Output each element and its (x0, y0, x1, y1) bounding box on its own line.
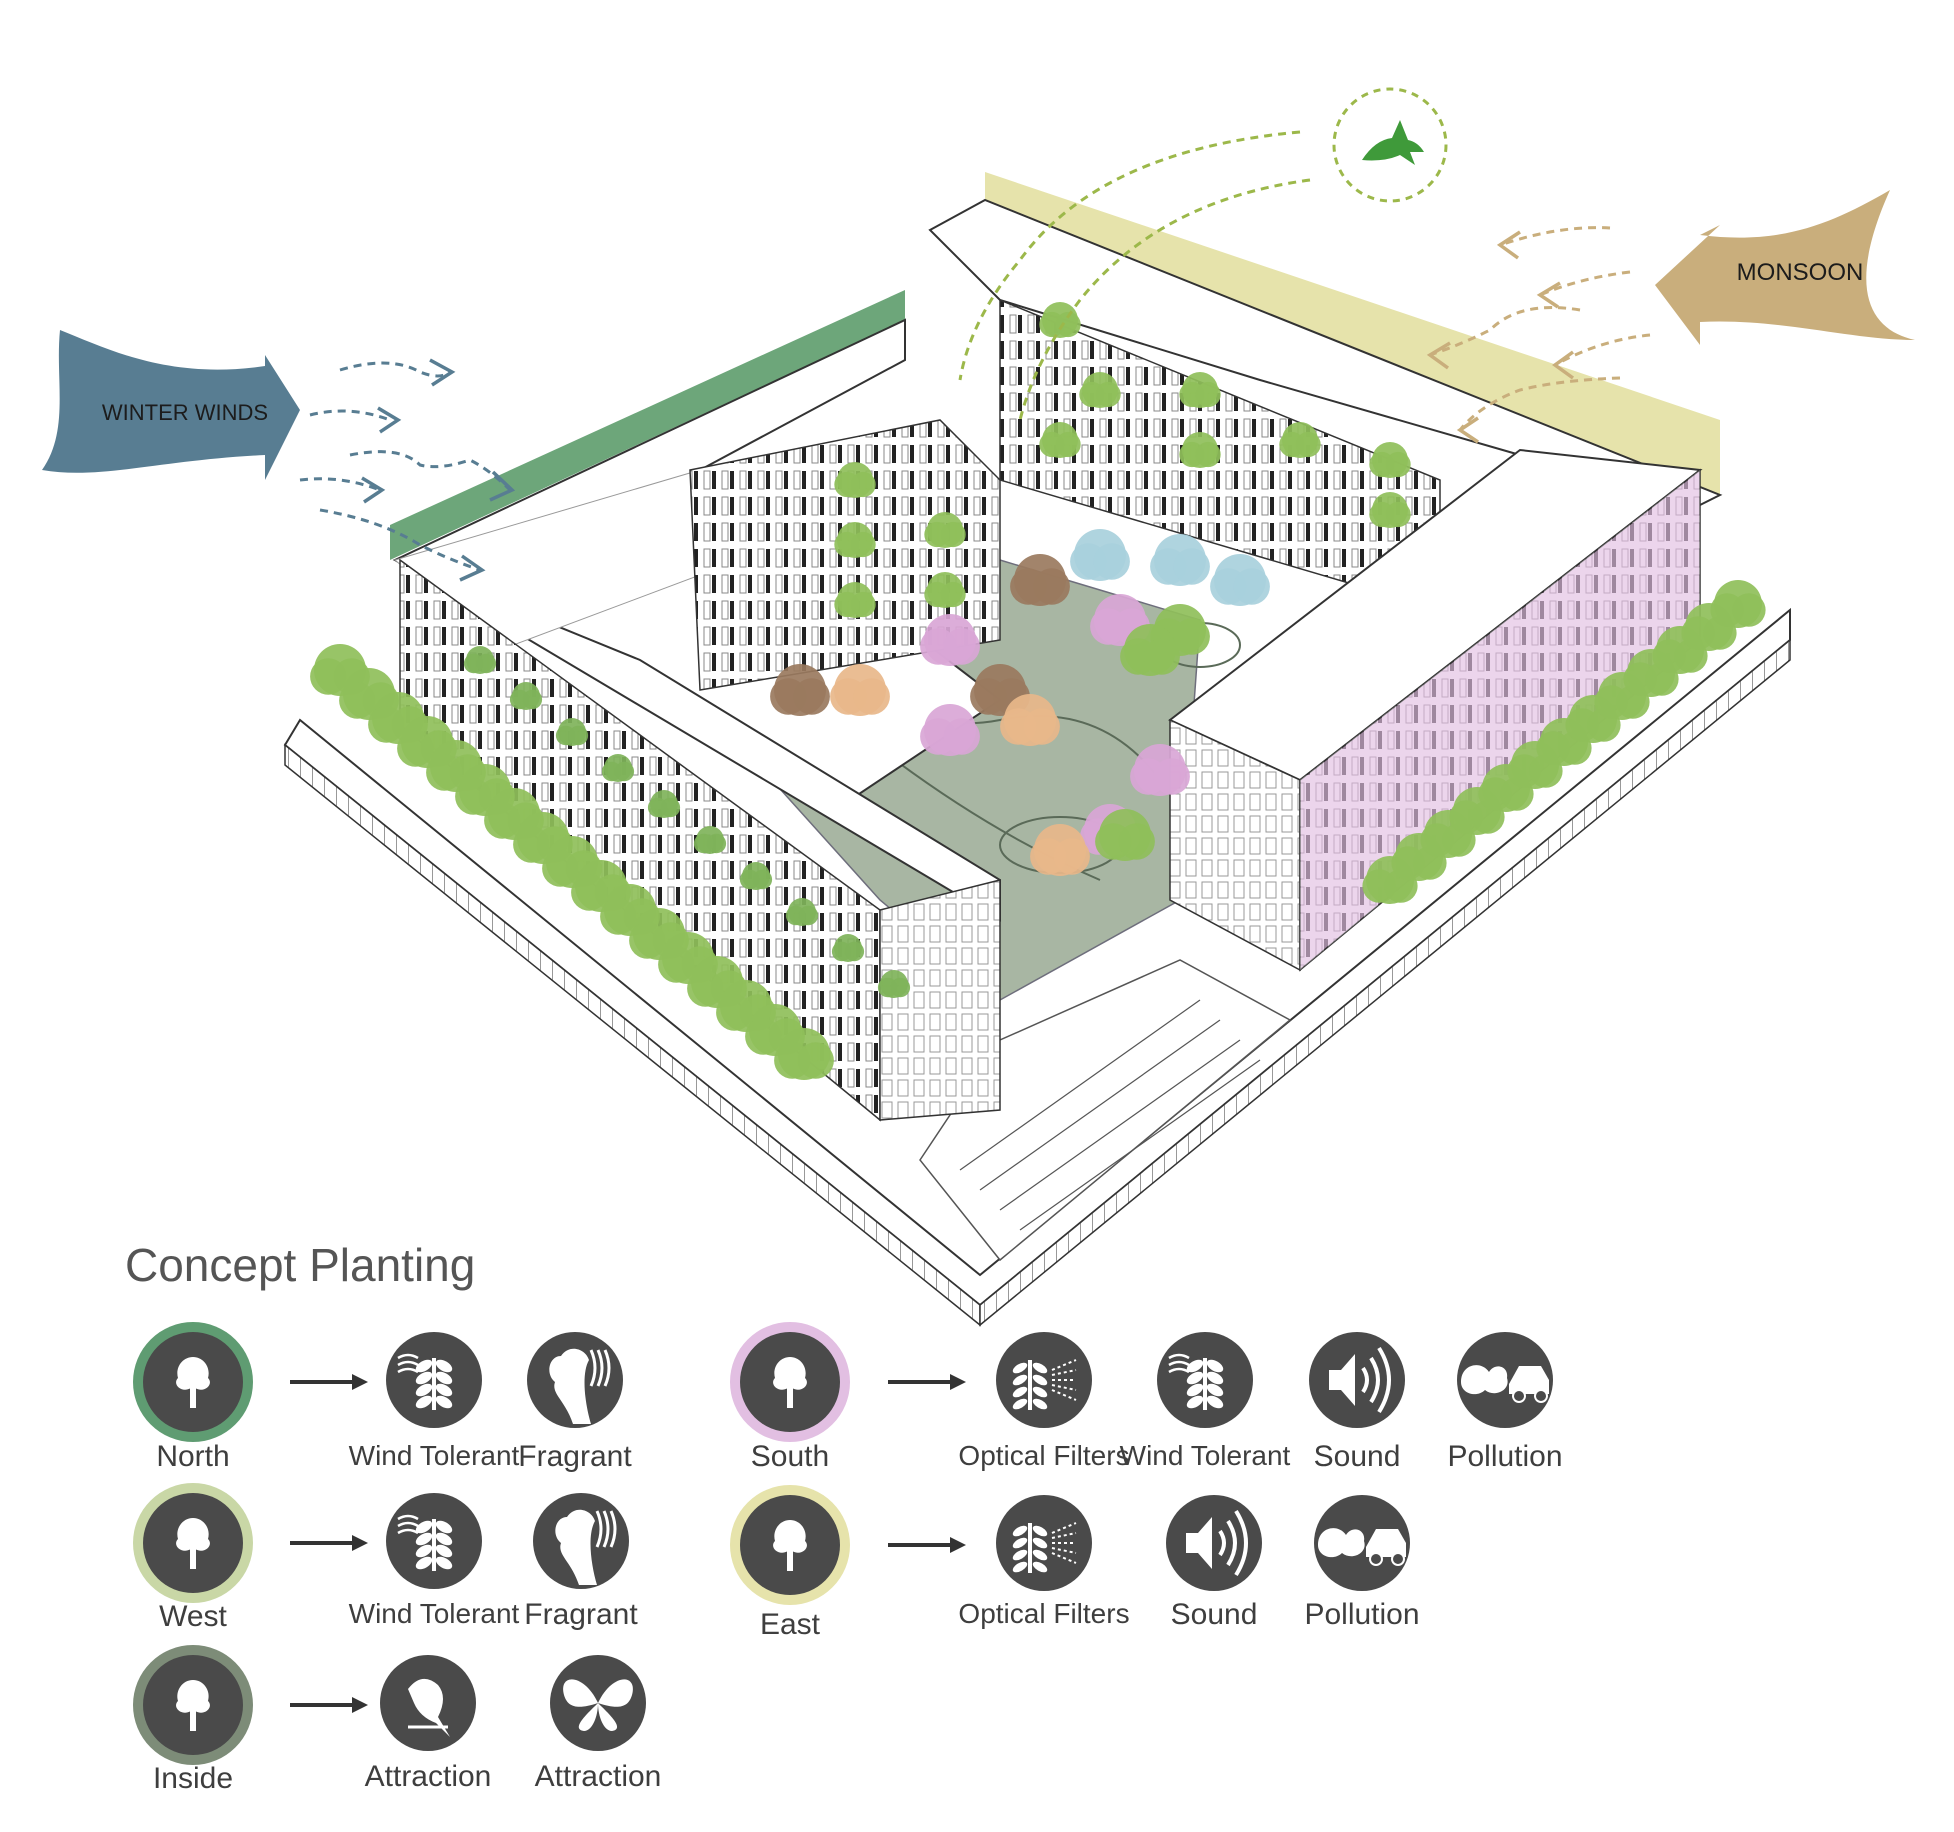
legend-caption: Wind Tolerant (348, 1440, 520, 1471)
optical-filter-icon (996, 1332, 1092, 1428)
wind-tolerant-icon (386, 1332, 482, 1428)
tree-canopy (739, 862, 773, 890)
tree-canopy (1710, 580, 1766, 628)
tree-canopy (601, 754, 635, 782)
tree-canopy (1090, 594, 1150, 646)
tree-canopy (770, 664, 830, 716)
tree-canopy (924, 512, 966, 548)
tree-canopy (555, 718, 589, 746)
legend-caption: North (156, 1440, 230, 1473)
zone-north-tree-icon (133, 1322, 253, 1442)
site-plinth (283, 607, 1791, 1327)
sound-icon (1166, 1495, 1262, 1591)
zone-west-tree-icon (133, 1483, 253, 1603)
tree-canopy (1279, 422, 1321, 458)
parking-lot (919, 959, 1292, 1262)
zone-inside-tree-icon (133, 1645, 253, 1765)
legend-caption: Pollution (1447, 1440, 1563, 1473)
tree-canopy (834, 582, 876, 618)
tree-canopy (1000, 694, 1060, 746)
butterfly-icon (550, 1655, 646, 1751)
tree-canopy (1039, 302, 1081, 338)
bird-icon (1362, 120, 1424, 165)
tree-canopy (924, 572, 966, 608)
legend-caption: Attraction (534, 1760, 662, 1793)
legend-caption: South (750, 1440, 830, 1473)
tree-canopy (1150, 534, 1210, 586)
tree-canopy (774, 1028, 834, 1080)
legend-caption: Optical Filters (958, 1440, 1130, 1471)
tree-canopy (1130, 744, 1190, 796)
pollution-icon (1314, 1495, 1410, 1591)
arrow-icon (888, 1537, 966, 1553)
tree-canopies (310, 302, 1766, 1080)
tree-canopy (1179, 432, 1221, 468)
legend-caption: West (159, 1600, 227, 1633)
tree-canopy (831, 934, 865, 962)
legend-caption: Fragrant (524, 1598, 638, 1631)
tree-canopy (1179, 372, 1221, 408)
tree-canopy (834, 522, 876, 558)
tree-canopy (463, 646, 497, 674)
fragrant-icon (533, 1493, 629, 1589)
north-parapet (390, 290, 905, 560)
legend-caption: Fragrant (518, 1440, 632, 1473)
fragrant-icon (527, 1332, 623, 1428)
legend-caption: Wind Tolerant (348, 1598, 520, 1629)
tree-canopy (1079, 372, 1121, 408)
tree-canopy (920, 614, 980, 666)
tree-canopy (920, 704, 980, 756)
legend-caption: Sound (1313, 1440, 1401, 1473)
tree-canopy (1120, 624, 1180, 676)
arrow-icon (888, 1374, 966, 1390)
tree-canopy (629, 908, 689, 960)
legend-title: Concept Planting (125, 1239, 476, 1291)
legend-caption: Pollution (1304, 1598, 1420, 1631)
legend-caption: Wind Tolerant (1119, 1440, 1291, 1471)
tree-canopy (785, 898, 819, 926)
legend-caption: Attraction (364, 1760, 492, 1793)
tree-canopy (830, 664, 890, 716)
pollution-icon (1457, 1332, 1553, 1428)
tree-canopy (1010, 554, 1070, 606)
bird-flight-paths (958, 130, 1311, 421)
tree-canopy (877, 970, 911, 998)
zone-east-tree-icon (730, 1485, 850, 1605)
tree-canopy (1210, 554, 1270, 606)
winter-winds-arrow: WINTER WINDS (42, 330, 300, 480)
zone-south-tree-icon (730, 1322, 850, 1442)
tree-canopy (1565, 695, 1621, 743)
winter-winds-label: WINTER WINDS (102, 400, 268, 425)
monsoon-label: MONSOON (1737, 259, 1864, 286)
tree-canopy (509, 682, 543, 710)
arrow-icon (290, 1697, 368, 1713)
tree-canopy (647, 790, 681, 818)
winter-wind-streams (299, 361, 512, 572)
west-wing-end-facade (879, 879, 1001, 1121)
bird-icon (380, 1655, 476, 1751)
wind-tolerant-icon (386, 1493, 482, 1589)
arrow-icon (290, 1535, 368, 1551)
wind-tolerant-icon (1157, 1332, 1253, 1428)
tree-canopy (1369, 442, 1411, 478)
monsoon-arrow: MONSOON (1655, 190, 1915, 345)
legend-caption: Inside (152, 1762, 234, 1795)
tree-canopy (1039, 422, 1081, 458)
arrow-icon (290, 1374, 368, 1390)
tree-canopy (1369, 492, 1411, 528)
east-parapet (985, 172, 1720, 495)
tree-canopy (1030, 824, 1090, 876)
tree-canopy (693, 826, 727, 854)
legend-caption: East (759, 1608, 821, 1641)
tree-canopy (1095, 809, 1155, 861)
legend-caption: Sound (1170, 1598, 1258, 1631)
tree-canopy (1070, 529, 1130, 581)
sound-icon (1309, 1332, 1405, 1428)
bird-circle (1332, 87, 1448, 203)
tree-canopy (834, 462, 876, 498)
legend-caption: Optical Filters (958, 1598, 1130, 1629)
optical-filter-icon (996, 1495, 1092, 1591)
